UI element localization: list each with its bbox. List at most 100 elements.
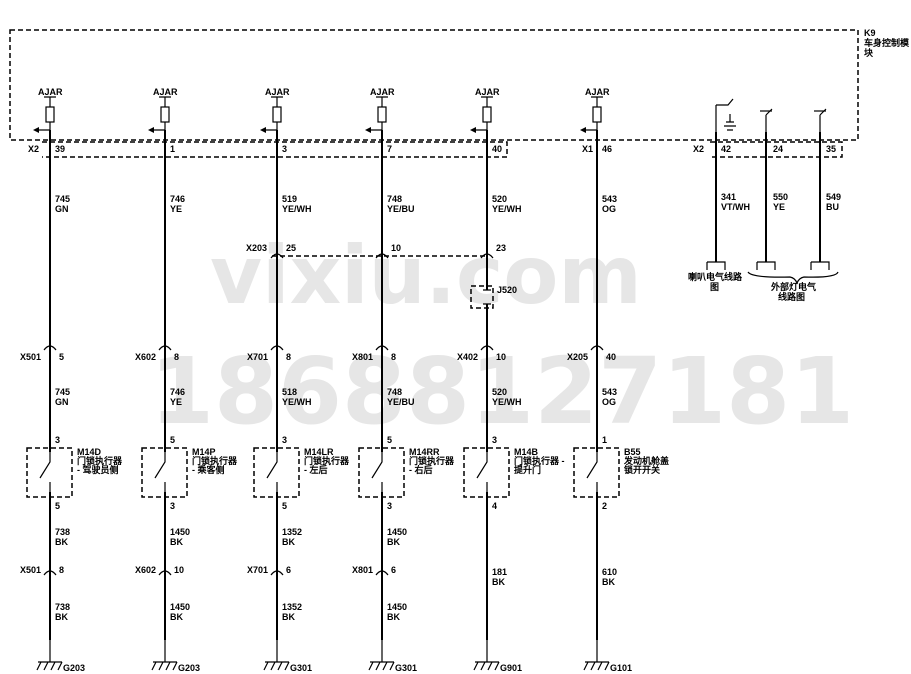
wire-color: YE: [170, 397, 182, 407]
ajar-label: AJAR: [153, 87, 178, 97]
circuit-3: AJAR 3 519 YE/WH 25 X701 8 518 YE/WH 3 5…: [247, 87, 350, 673]
wire-number: 746: [170, 194, 185, 204]
ground-wire-color: BK: [170, 537, 183, 547]
pin: 24: [773, 144, 783, 154]
wire-color: YE/WH: [282, 397, 312, 407]
pin: 35: [826, 144, 836, 154]
inline-connector-icon: [43, 570, 57, 576]
wire-color: GN: [55, 397, 69, 407]
module-k9-box: [9, 29, 859, 141]
ground-icon: [263, 640, 290, 671]
ground-label: G101: [610, 663, 632, 673]
ground-wire-number: 1352: [282, 527, 302, 537]
wire-number: 518: [282, 387, 297, 397]
switch-gap: [372, 452, 392, 492]
arrow-icon: [470, 127, 476, 133]
ground-label: G301: [290, 663, 312, 673]
switch-pin-top: 3: [282, 435, 287, 445]
ground-wire-number: 181: [492, 567, 507, 577]
ground-icon: [368, 640, 395, 671]
wire-color: YE/WH: [492, 204, 522, 214]
switch-icon: [586, 452, 598, 492]
switch-pin-bot: 2: [602, 501, 607, 511]
switch-icon: [819, 108, 827, 132]
wire-number: 746: [170, 387, 185, 397]
inline-connector-icon: [43, 345, 57, 351]
resistor: [377, 106, 387, 123]
right-output-horn: 42 341 VT/WH 喇叭电气线路 图: [688, 98, 750, 292]
connector-label-x2: X2: [28, 144, 39, 154]
arrow-icon: [365, 127, 371, 133]
switch-pin-bot: 3: [170, 501, 175, 511]
switch-name2: - 乘客侧: [192, 464, 225, 475]
ground-conn: X701: [247, 565, 268, 575]
switch-name2: - 驾驶员侧: [77, 464, 119, 475]
jumper-j520-box: [470, 285, 494, 309]
inline-connector-icon: [270, 345, 284, 351]
circuit-1: AJAR 39 745 GN X501 5 745 GN 3 5 M14D 门锁…: [20, 87, 123, 673]
ground-label: G901: [500, 663, 522, 673]
switch-id: M14B: [514, 447, 539, 457]
ground-wire-number: 1450: [387, 527, 407, 537]
inline-pin: 40: [606, 352, 616, 362]
resistor: [160, 106, 170, 123]
module-id: K9: [864, 28, 876, 38]
watermark-line2: 18688127181: [150, 338, 854, 445]
switch-box: [463, 447, 510, 498]
wire-number: 520: [492, 194, 507, 204]
ground-wire-number: 610: [602, 567, 617, 577]
switch-id: M14RR: [409, 447, 440, 457]
wire-color: YE/BU: [387, 204, 415, 214]
switch-box: [141, 447, 188, 498]
pin: 7: [387, 144, 392, 154]
jumper-label: J520: [497, 285, 517, 295]
wire-number: 745: [55, 387, 70, 397]
inline-conn: X701: [247, 352, 268, 362]
switch-icon: [765, 108, 773, 132]
ground-conn: X501: [20, 565, 41, 575]
watermark-line1: vixiu.com: [210, 229, 642, 322]
reference-bracket: [756, 261, 776, 270]
right-output-550: 24 550 YE: [756, 108, 788, 270]
switch-pin-bot: 5: [282, 501, 287, 511]
switch-id: M14P: [192, 447, 216, 457]
wire-number: 543: [602, 387, 617, 397]
splice-connector-icon: [270, 253, 284, 259]
ground-pin: 8: [59, 565, 64, 575]
switch-pin-top: 5: [387, 435, 392, 445]
inline-connector-icon: [270, 570, 284, 576]
pin: 42: [721, 144, 731, 154]
ground-label: G203: [178, 663, 200, 673]
ground-wire-color: BK: [492, 577, 505, 587]
ground-wire-color: BK: [282, 612, 295, 622]
switch-name1: 门锁执行器: [192, 455, 238, 466]
ground-icon: [724, 114, 736, 131]
pin: 3: [282, 144, 287, 154]
switch-name1: 门锁执行器: [304, 455, 350, 466]
circuit-2: AJAR 1 746 YE X602 8 746 YE 5 3 M14P 门锁执…: [135, 87, 238, 673]
wire-color: OG: [602, 397, 616, 407]
circuit-6: AJAR 46 543 OG X205 40 543 OG 1 2 B55 发动…: [567, 87, 669, 673]
inline-connector-icon: [158, 345, 172, 351]
wire-number: 519: [282, 194, 297, 204]
switch-gap: [587, 452, 607, 492]
inline-connector-icon: [375, 345, 389, 351]
ground-conn: X602: [135, 565, 156, 575]
reference-line1: 喇叭电气线路: [688, 271, 743, 282]
ground-wire-number: 1450: [387, 602, 407, 612]
pin: 39: [55, 144, 65, 154]
switch-name2: 锁开开关: [624, 464, 660, 475]
inline-connector-icon: [158, 570, 172, 576]
wire-number: 550: [773, 192, 788, 202]
reference-bracket: [706, 261, 726, 270]
module-name-line1: 车身控制模: [864, 37, 910, 48]
switch-id: M14LR: [304, 447, 334, 457]
inline-conn: X205: [567, 352, 588, 362]
pin: 1: [170, 144, 175, 154]
wire-number: 341: [721, 192, 736, 202]
switch-icon: [39, 452, 51, 492]
switch-pin-bot: 4: [492, 501, 497, 511]
inline-conn: X501: [20, 352, 41, 362]
wire-color: YE/WH: [282, 204, 312, 214]
